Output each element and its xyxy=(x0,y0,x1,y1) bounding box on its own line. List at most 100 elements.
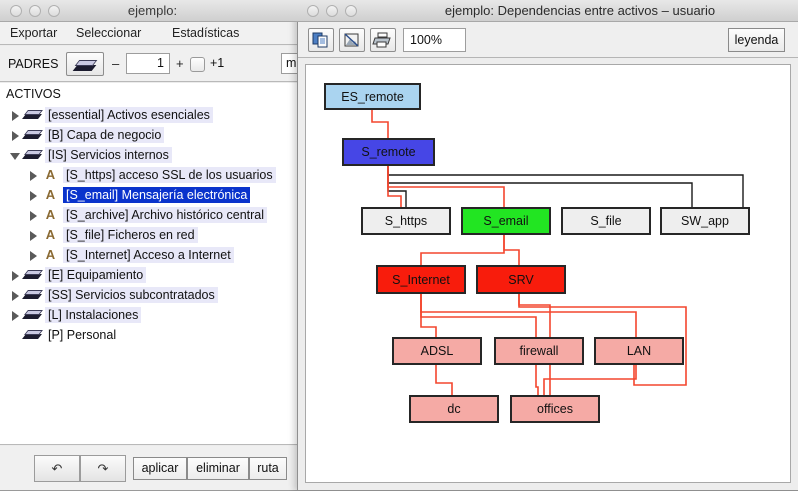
zoom-icon[interactable] xyxy=(48,5,60,17)
diagram-node-s_remote[interactable]: S_remote xyxy=(342,138,435,166)
undo-button[interactable]: ↶ xyxy=(34,455,80,482)
save-image-icon[interactable] xyxy=(339,28,365,52)
tree-header: ACTIVOS xyxy=(6,87,61,101)
diagram-node-s_https[interactable]: S_https xyxy=(361,207,451,235)
chevron-right-icon[interactable] xyxy=(28,210,39,221)
tree-row-label: [E] Equipamiento xyxy=(45,267,147,283)
chevron-right-icon[interactable] xyxy=(28,170,39,181)
minimize-icon[interactable] xyxy=(29,5,41,17)
diagram-node-label: offices xyxy=(537,402,573,416)
tree-row[interactable]: A [S_Internet] Acceso a Internet xyxy=(0,245,304,265)
print-icon[interactable] xyxy=(370,28,396,52)
assets-tree-panel[interactable]: ACTIVOS [essential] Activos esenciales [B… xyxy=(0,83,304,445)
padres-label: PADRES xyxy=(8,57,59,71)
close-icon[interactable] xyxy=(10,5,22,17)
bottom-toolbar: ↶ ↷ aplicar eliminar ruta xyxy=(0,446,304,490)
menu-bar: Exportar Seleccionar Estadísticas xyxy=(0,22,304,45)
diagram-node-label: S_email xyxy=(483,214,529,228)
asset-icon: A xyxy=(45,187,56,202)
tree-row[interactable]: A[S_email] Mensajería electrónica xyxy=(0,185,304,205)
front-window-traffic-lights[interactable] xyxy=(307,5,357,17)
tree-row[interactable]: [SS] Servicios subcontratados xyxy=(0,285,304,305)
close-icon[interactable] xyxy=(307,5,319,17)
tree-row[interactable]: [L] Instalaciones xyxy=(0,305,304,325)
leyenda-button[interactable]: leyenda xyxy=(728,28,785,52)
diagram-node-adsl[interactable]: ADSL xyxy=(392,337,482,365)
chevron-right-icon[interactable] xyxy=(28,250,39,261)
tree-row[interactable]: A [S_file] Ficheros en red xyxy=(0,225,304,245)
tree-row[interactable]: A[S_https] acceso SSL de los usuarios xyxy=(0,165,304,185)
back-window-traffic-lights[interactable] xyxy=(10,5,60,17)
diagram-node-srv[interactable]: SRV xyxy=(476,265,566,294)
diagram-node-label: firewall xyxy=(519,344,559,358)
stack-icon xyxy=(24,329,41,341)
menu-estadisticas[interactable]: Estadísticas xyxy=(172,26,240,40)
chevron-right-icon[interactable] xyxy=(28,230,39,241)
ruta-button[interactable]: ruta xyxy=(249,457,287,480)
diagram-node-firewall[interactable]: firewall xyxy=(494,337,584,365)
eliminar-button[interactable]: eliminar xyxy=(187,457,249,480)
diagram-node-s_internet[interactable]: S_Internet xyxy=(376,265,466,294)
tree-row-label: [P] Personal xyxy=(48,328,117,342)
tree-row[interactable]: [essential] Activos esenciales xyxy=(0,105,304,125)
plus-one-checkbox[interactable] xyxy=(190,57,205,72)
dependencies-window: 100% leyenda xyxy=(297,0,798,491)
tree-row-label: [S_file] Ficheros en red xyxy=(63,227,198,243)
diagram-node-label: SRV xyxy=(508,272,534,287)
chevron-down-icon[interactable] xyxy=(10,150,21,161)
diagram-node-s_email[interactable]: S_email xyxy=(461,207,551,235)
spacer-icon xyxy=(10,330,21,341)
zoom-icon[interactable] xyxy=(345,5,357,17)
menu-seleccionar[interactable]: Seleccionar xyxy=(76,26,142,40)
stack-icon xyxy=(24,289,41,301)
chevron-right-icon[interactable] xyxy=(10,290,21,301)
chevron-right-icon[interactable] xyxy=(10,310,21,321)
tree-row-label: [B] Capa de negocio xyxy=(45,127,165,143)
tree-row[interactable]: [IS] Servicios internos xyxy=(0,145,304,165)
diagram-node-offices[interactable]: offices xyxy=(510,395,600,423)
zoom-level-input[interactable]: 100% xyxy=(403,28,466,52)
parents-count-input[interactable]: 1 xyxy=(126,53,170,74)
asset-icon: A xyxy=(45,167,56,182)
diagram-node-label: S_Internet xyxy=(392,272,450,287)
stack-icon-button[interactable] xyxy=(66,52,104,76)
diagram-node-es_remote[interactable]: ES_remote xyxy=(324,83,421,110)
back-window-title: ejemplo: xyxy=(127,3,178,18)
diagram-node-sw_app[interactable]: SW_app xyxy=(660,207,750,235)
diagram-node-label: S_file xyxy=(590,214,622,228)
diagram-node-s_file[interactable]: S_file xyxy=(561,207,651,235)
tree-row[interactable]: [B] Capa de negocio xyxy=(0,125,304,145)
chevron-right-icon[interactable] xyxy=(10,270,21,281)
decrement-button[interactable]: – xyxy=(112,56,120,71)
diagram-edges xyxy=(371,110,744,395)
diagram-node-dc[interactable]: dc xyxy=(409,395,499,423)
plus-one-label: +1 xyxy=(210,56,225,70)
tree-row[interactable]: [P] Personal xyxy=(0,325,304,345)
tree-row-label: [L] Instalaciones xyxy=(45,307,142,323)
tree-row[interactable]: A[S_archive] Archivo histórico central xyxy=(0,205,304,225)
diagram-node-lan[interactable]: LAN xyxy=(594,337,684,365)
chevron-right-icon[interactable] xyxy=(10,130,21,141)
tree-row-label: [IS] Servicios internos xyxy=(45,147,172,163)
diagram-node-label: S_https xyxy=(384,214,428,228)
minimize-icon[interactable] xyxy=(326,5,338,17)
asset-icon: A xyxy=(45,227,56,242)
copy-icon[interactable] xyxy=(308,28,334,52)
diagram-node-label: dc xyxy=(447,402,461,416)
menu-exportar[interactable]: Exportar xyxy=(10,26,58,40)
chevron-right-icon[interactable] xyxy=(28,190,39,201)
tree-row-label: [SS] Servicios subcontratados xyxy=(45,287,218,303)
asset-icon: A xyxy=(45,207,56,222)
asset-icon: A xyxy=(45,247,56,262)
chevron-right-icon[interactable] xyxy=(10,110,21,121)
diagram-node-label: S_remote xyxy=(361,145,416,159)
redo-button[interactable]: ↷ xyxy=(80,455,126,482)
tree-row-label: [essential] Activos esenciales xyxy=(45,107,213,123)
increment-button[interactable]: + xyxy=(176,56,184,71)
parents-toolbar: PADRES – 1 + +1 m xyxy=(0,46,304,82)
aplicar-button[interactable]: aplicar xyxy=(133,457,187,480)
tree-row[interactable]: [E] Equipamiento xyxy=(0,265,304,285)
diagram-node-label: ES_remote xyxy=(341,89,404,104)
tree-row-label: [S_Internet] Acceso a Internet xyxy=(63,247,234,263)
